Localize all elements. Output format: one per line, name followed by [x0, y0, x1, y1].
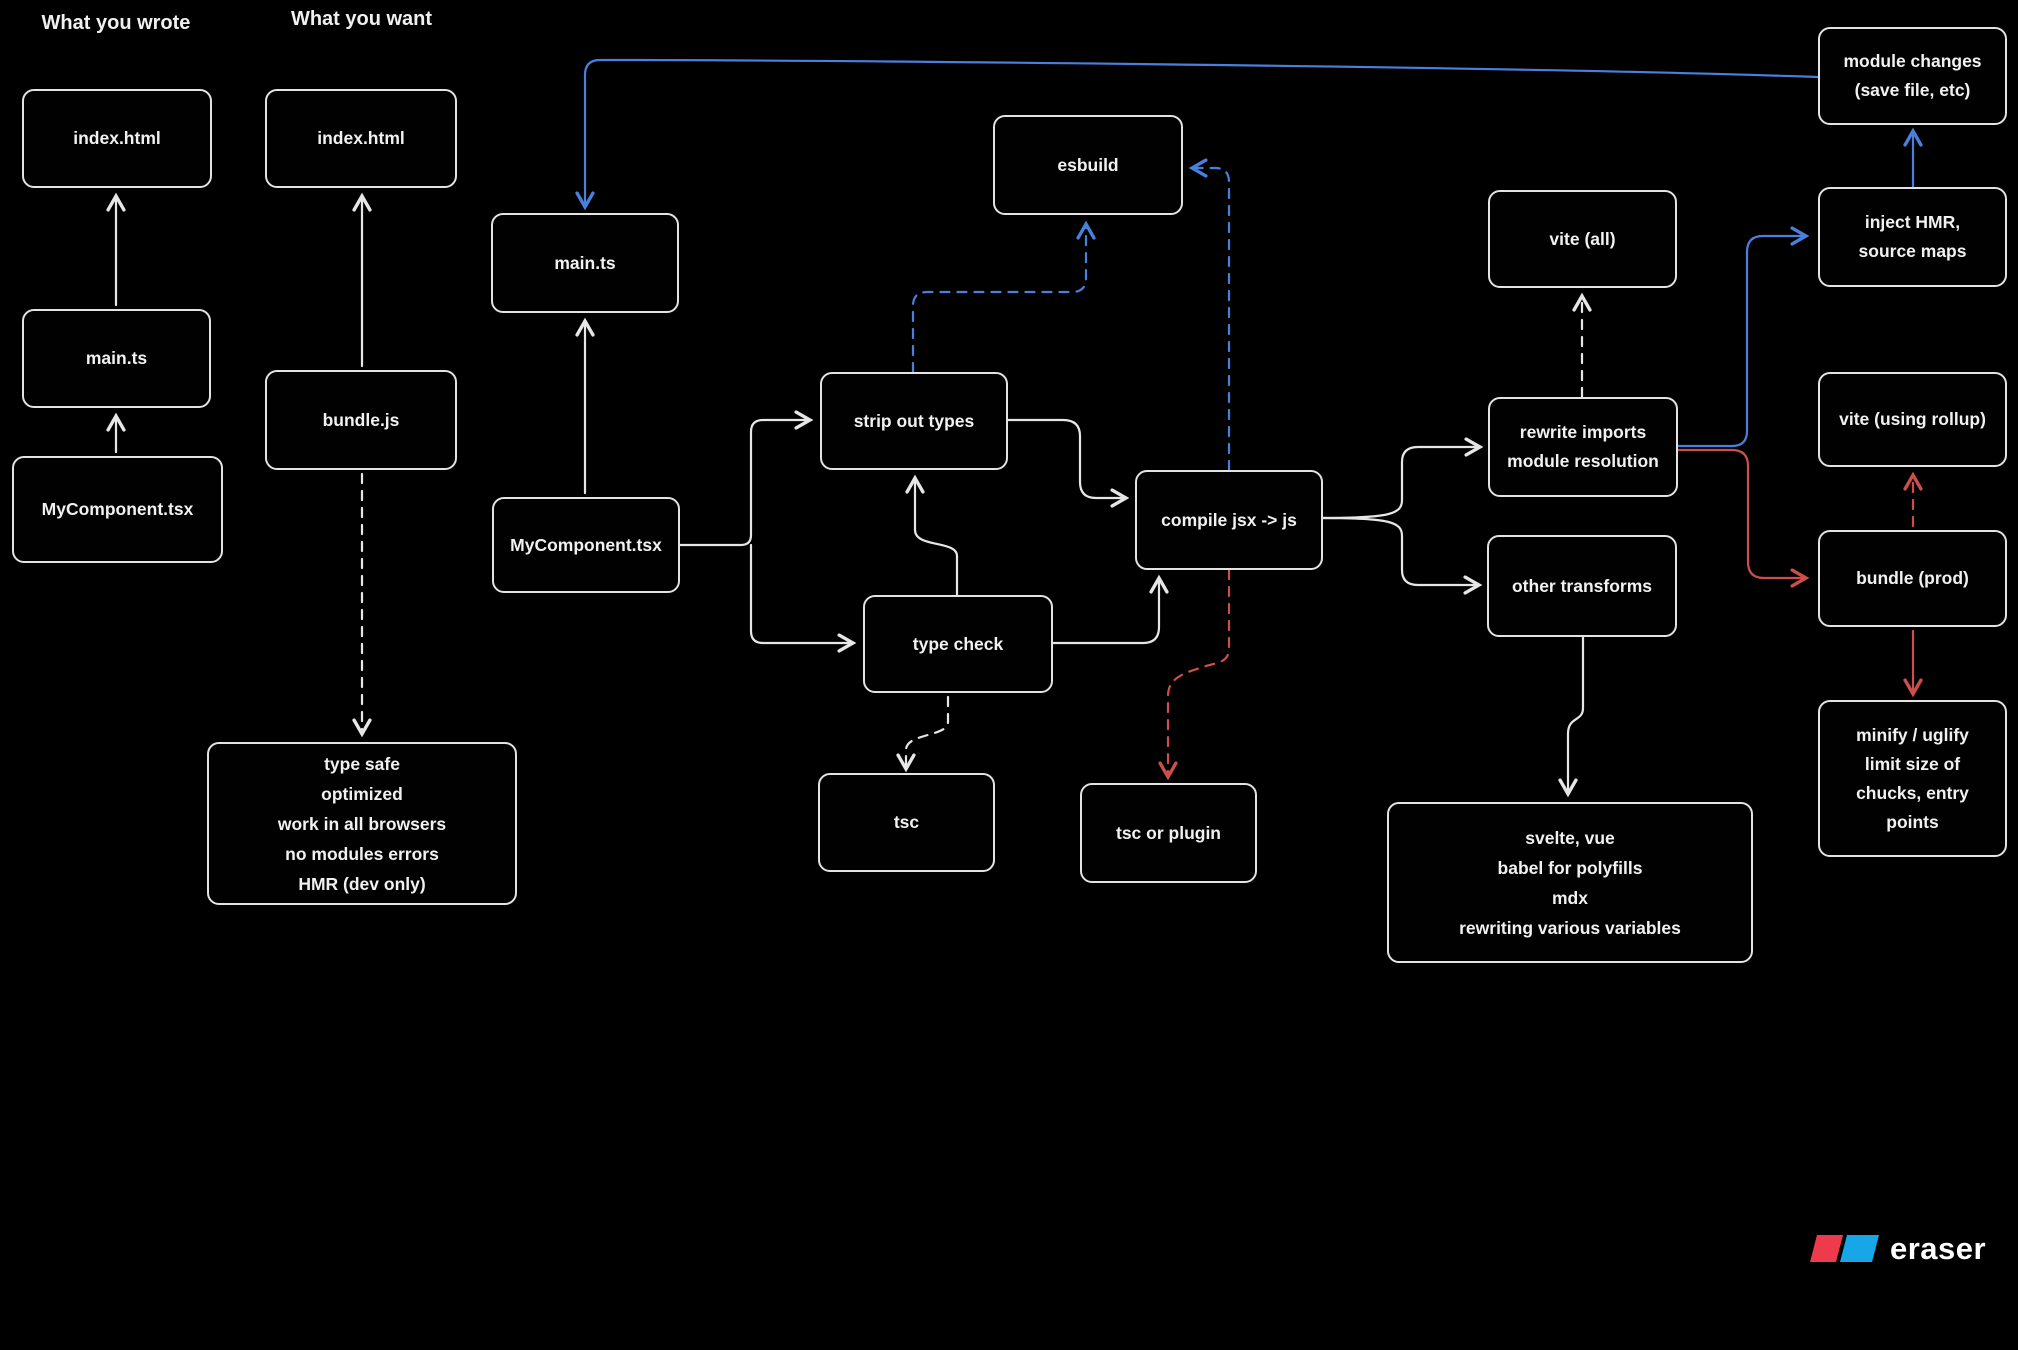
- eraser-logo[interactable]: eraser: [1810, 1231, 1986, 1267]
- edge-other-to-svelte: [1558, 635, 1585, 798]
- node-compile-jsx-js[interactable]: compile jsx -> js: [1135, 470, 1323, 570]
- node-label: rewrite imports: [1519, 422, 1647, 442]
- edge-strip-to-compile: [1006, 418, 1130, 508]
- node-label: inject HMR,: [1864, 212, 1961, 232]
- edge-compile-to-tsc-plugin: [1158, 568, 1231, 781]
- node-label: compile jsx -> js: [1161, 509, 1297, 530]
- edge-rewrite-to-bundle-prod: [1676, 448, 1810, 588]
- node-label: no modules errors: [285, 843, 439, 864]
- node-other-transforms[interactable]: other transforms: [1487, 535, 1677, 637]
- edge-strip-to-esbuild: [911, 220, 1096, 374]
- node-index-html-want[interactable]: index.html: [265, 89, 457, 188]
- node-label: type safe: [324, 753, 400, 774]
- node-label: module changes: [1843, 51, 1982, 71]
- node-label: index.html: [317, 128, 405, 148]
- node-svelte-vue[interactable]: svelte, vue babel for polyfills mdx rewr…: [1387, 802, 1753, 963]
- node-label: index.html: [73, 128, 161, 148]
- node-label: work in all browsers: [277, 813, 447, 834]
- node-tsc-or-plugin[interactable]: tsc or plugin: [1080, 783, 1257, 883]
- node-mycomponent-wrote[interactable]: MyComponent.tsx: [12, 456, 223, 563]
- node-label: optimized: [321, 783, 403, 804]
- heading-what-you-want: What you want: [290, 8, 433, 30]
- node-label: (save file, etc): [1854, 80, 1971, 100]
- eraser-logo-text: eraser: [1890, 1231, 1987, 1266]
- node-label: esbuild: [1057, 154, 1119, 175]
- node-label: MyComponent.tsx: [510, 534, 662, 555]
- node-inject-hmr[interactable]: inject HMR, source maps: [1818, 187, 2007, 287]
- node-label: type check: [912, 633, 1004, 654]
- node-results[interactable]: type safe optimized work in all browsers…: [207, 742, 517, 905]
- node-main-ts[interactable]: main.ts: [491, 213, 679, 313]
- node-label: chucks, entry: [1856, 782, 1969, 803]
- node-mycomponent-tsx[interactable]: MyComponent.tsx: [492, 497, 680, 593]
- edge-compile-to-other: [1321, 516, 1483, 595]
- node-esbuild[interactable]: esbuild: [993, 115, 1183, 215]
- node-label: MyComponent.tsx: [41, 499, 194, 519]
- heading-what-you-wrote: What you wrote: [41, 12, 191, 34]
- edge-typecheck-to-tsc: [896, 695, 950, 773]
- node-label: bundle (prod): [1856, 568, 1969, 588]
- node-label: bundle.js: [322, 409, 400, 430]
- node-label: mdx: [1552, 887, 1588, 908]
- node-label: vite (all): [1549, 228, 1616, 249]
- node-label: minify / uglify: [1856, 724, 1969, 745]
- edge-typecheck-to-strip: [905, 474, 959, 597]
- node-main-ts-wrote[interactable]: main.ts: [22, 309, 211, 408]
- node-label: source maps: [1858, 241, 1967, 261]
- node-label: main.ts: [554, 252, 616, 273]
- node-minify[interactable]: minify / uglify limit size of chucks, en…: [1818, 700, 2007, 857]
- edge-rewrite-to-inject: [1676, 226, 1810, 448]
- edge-compile-to-rewrite: [1321, 437, 1484, 520]
- node-label: babel for polyfills: [1497, 857, 1643, 878]
- node-label: svelte, vue: [1525, 827, 1615, 848]
- node-module-changes[interactable]: module changes (save file, etc): [1818, 27, 2007, 125]
- edge-mycomponent-to-typecheck: [749, 543, 857, 653]
- edge-module-changes-to-main: [575, 58, 1820, 211]
- node-strip-out-types[interactable]: strip out types: [820, 372, 1008, 470]
- edge-mycomponent-to-strip: [678, 410, 814, 547]
- node-label: other transforms: [1511, 575, 1653, 596]
- node-vite-all[interactable]: vite (all): [1488, 190, 1677, 288]
- edge-typecheck-to-compile: [1051, 574, 1169, 645]
- node-rewrite-imports[interactable]: rewrite imports module resolution: [1488, 397, 1678, 497]
- node-label: tsc: [893, 812, 920, 832]
- node-label: rewriting various variables: [1459, 917, 1681, 938]
- eraser-logo-icon: [1810, 1235, 1879, 1262]
- node-index-html-wrote[interactable]: index.html: [22, 89, 212, 188]
- node-bundle-js[interactable]: bundle.js: [265, 370, 457, 470]
- node-label: module resolution: [1507, 451, 1659, 471]
- node-label: tsc or plugin: [1116, 822, 1221, 843]
- node-type-check[interactable]: type check: [863, 595, 1053, 693]
- node-vite-rollup[interactable]: vite (using rollup): [1818, 372, 2007, 467]
- node-tsc[interactable]: tsc: [818, 773, 995, 872]
- node-label: main.ts: [85, 348, 148, 368]
- node-label: points: [1886, 811, 1939, 832]
- node-label: limit size of: [1864, 753, 1961, 774]
- node-label: strip out types: [853, 410, 975, 431]
- node-bundle-prod[interactable]: bundle (prod): [1818, 530, 2007, 627]
- edge-compile-to-esbuild: [1188, 158, 1231, 472]
- node-label: HMR (dev only): [298, 873, 426, 894]
- node-label: vite (using rollup): [1839, 409, 1986, 429]
